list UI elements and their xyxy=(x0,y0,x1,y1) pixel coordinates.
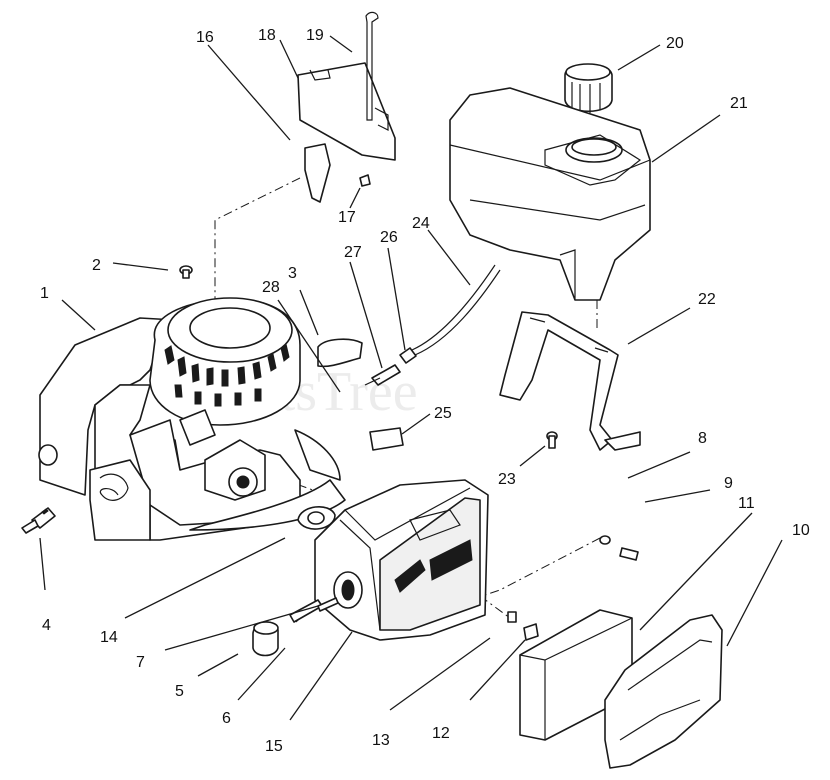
callout-9: 9 xyxy=(724,475,733,492)
callout-26: 26 xyxy=(380,229,398,246)
gasket xyxy=(297,506,336,530)
fuel-fittings xyxy=(364,347,417,386)
callout-4: 4 xyxy=(42,617,51,634)
fuel-tank xyxy=(449,87,651,301)
engine-block xyxy=(38,297,346,541)
starter-handle xyxy=(317,338,363,368)
callout-13: 13 xyxy=(372,732,390,749)
callout-1: 1 xyxy=(40,285,49,302)
air-filter-element xyxy=(519,609,633,741)
leader-lines xyxy=(39,35,783,721)
callout-21: 21 xyxy=(730,95,748,112)
callout-7: 7 xyxy=(136,654,145,671)
callout-5: 5 xyxy=(175,683,184,700)
callout-16: 16 xyxy=(196,29,214,46)
screw-8-9 xyxy=(599,535,639,561)
callout-24: 24 xyxy=(412,215,430,232)
screw-23 xyxy=(546,431,558,449)
spark-plug xyxy=(21,507,56,534)
starter-vents xyxy=(164,343,290,407)
screw-7 xyxy=(317,597,339,612)
callout-8: 8 xyxy=(698,430,707,447)
decal xyxy=(369,427,404,451)
callout-numbers: 1 2 3 4 5 6 7 8 9 10 11 12 13 14 15 16 1… xyxy=(40,27,810,755)
callout-12: 12 xyxy=(432,725,450,742)
control-bracket xyxy=(297,11,396,203)
air-cleaner-base xyxy=(314,479,489,641)
bolt-2 xyxy=(179,265,193,279)
callout-10: 10 xyxy=(792,522,810,539)
callout-2: 2 xyxy=(92,257,101,274)
callout-28: 28 xyxy=(262,279,280,296)
breather-tube xyxy=(252,599,323,657)
callout-17: 17 xyxy=(338,209,356,226)
fuel-cap xyxy=(564,63,613,113)
callout-23: 23 xyxy=(498,471,516,488)
callout-15: 15 xyxy=(265,738,283,755)
callout-11: 11 xyxy=(738,495,755,512)
air-cleaner-cover xyxy=(604,614,723,769)
callout-25: 25 xyxy=(434,405,452,422)
callout-6: 6 xyxy=(222,710,231,727)
callout-14: 14 xyxy=(100,629,118,646)
callout-18: 18 xyxy=(258,27,276,44)
nut-12-13 xyxy=(507,611,539,641)
callout-20: 20 xyxy=(666,35,684,52)
callout-19: 19 xyxy=(306,27,324,44)
tank-bracket xyxy=(499,311,641,451)
callout-3: 3 xyxy=(288,265,297,282)
fuel-line xyxy=(411,264,501,356)
callout-27: 27 xyxy=(344,244,362,261)
callout-22: 22 xyxy=(698,291,716,308)
